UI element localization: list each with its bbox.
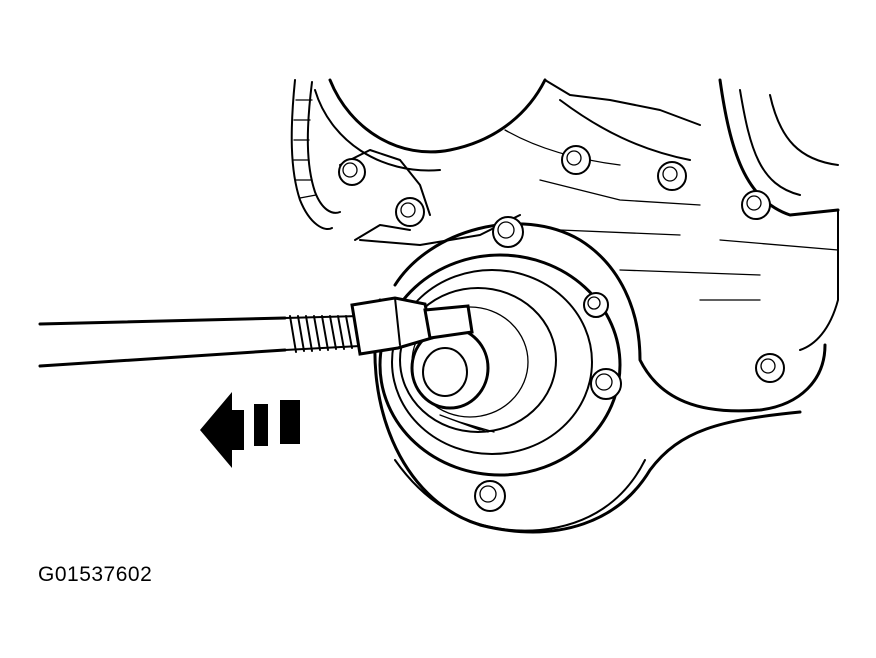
bolt-head bbox=[590, 368, 622, 400]
bolt-head bbox=[395, 197, 425, 227]
bolt-head bbox=[338, 158, 366, 186]
crankshaft-damper bbox=[378, 253, 622, 477]
arrow-left-icon bbox=[200, 392, 300, 468]
engine-block bbox=[290, 78, 840, 351]
bolt-head bbox=[474, 480, 506, 512]
puller-tool bbox=[38, 296, 474, 368]
bolt-head bbox=[657, 161, 687, 191]
bolt-head bbox=[755, 353, 785, 383]
bolt-head bbox=[741, 190, 771, 220]
figure-id-code: G01537602 bbox=[38, 563, 153, 586]
bolt-head bbox=[492, 216, 524, 248]
bolts bbox=[338, 145, 785, 512]
bolt-head bbox=[561, 145, 591, 175]
bolt-head bbox=[583, 292, 609, 318]
